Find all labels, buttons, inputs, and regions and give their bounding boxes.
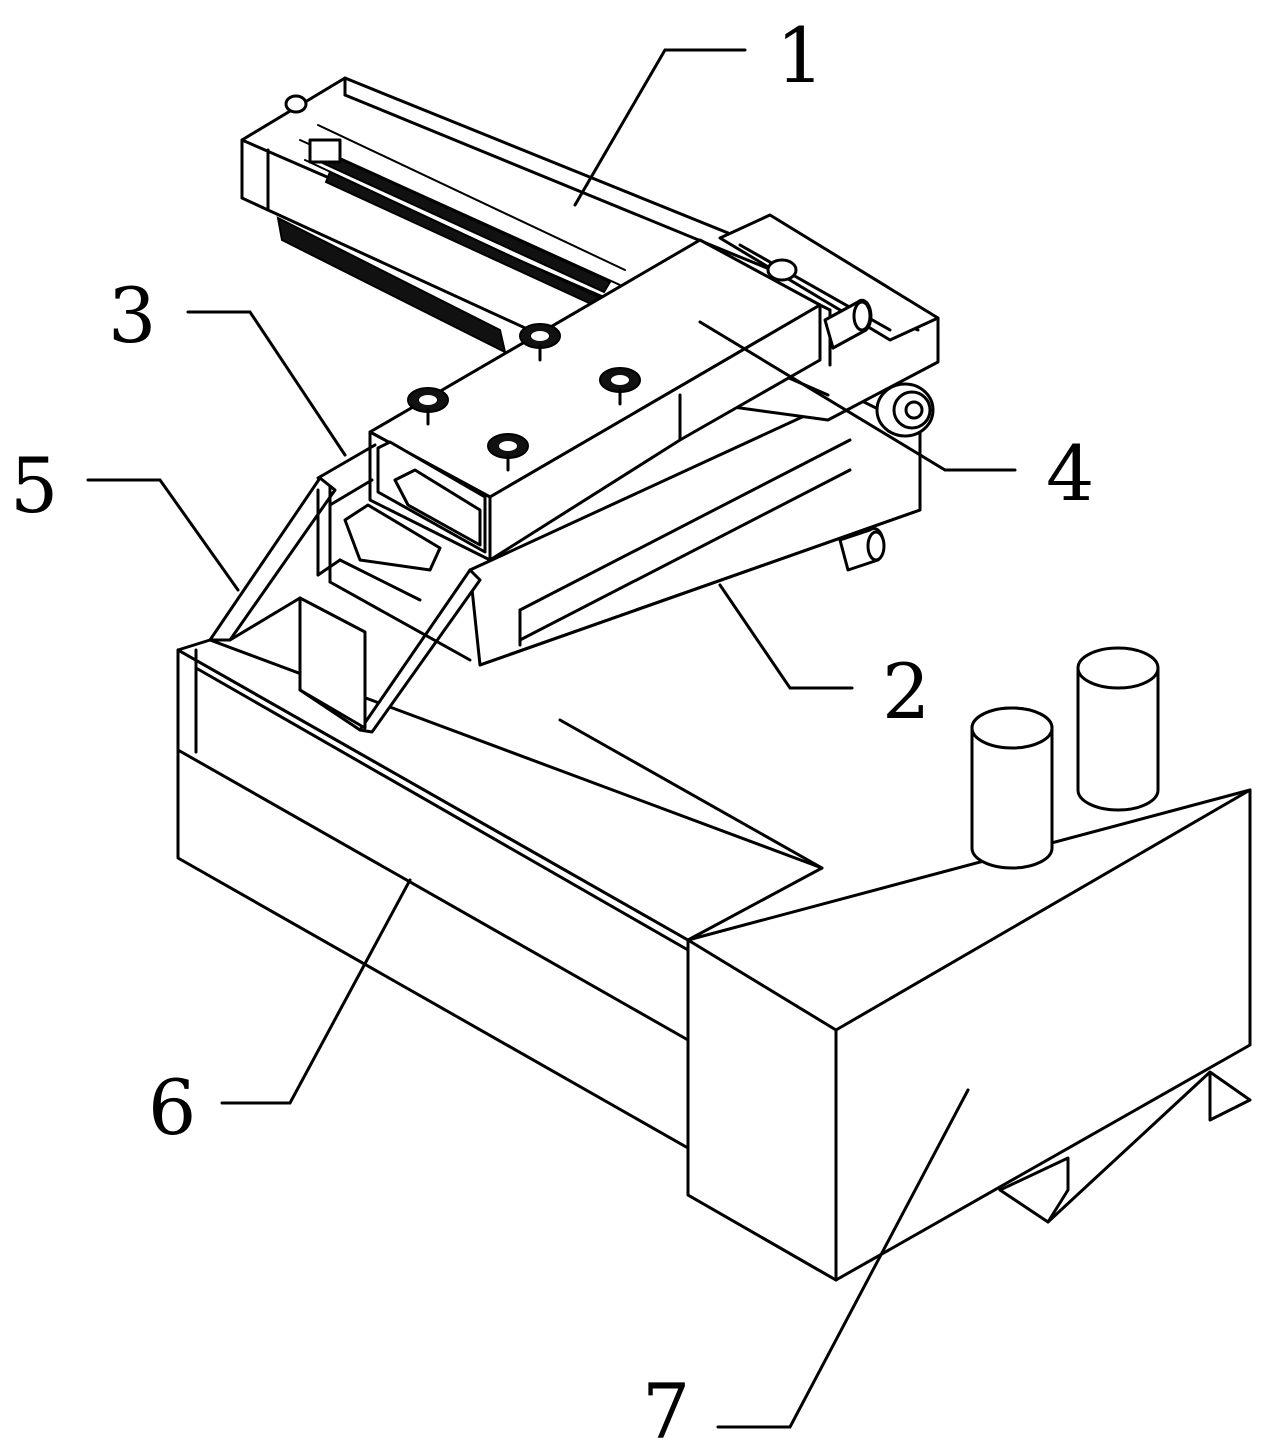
label-3: 3 [108,271,156,360]
label-4: 4 [1046,429,1094,518]
label-6: 6 [148,1063,196,1152]
leader-2 [718,583,854,690]
label-1: 1 [776,11,824,100]
leader-3 [186,310,347,457]
chain [299,124,626,310]
label-5: 5 [10,441,58,530]
leader-7 [716,1088,970,1429]
leader-lines [86,48,1017,1429]
leader-1 [573,48,747,207]
inlet-hopper [208,443,482,734]
reference-numerals: 1 2 3 4 5 6 7 [10,11,1094,1444]
label-7: 7 [642,1367,690,1444]
leader-5 [86,478,240,592]
filter-housing [468,393,922,667]
right-box [686,646,1252,1282]
label-2: 2 [882,647,930,736]
bolts [407,323,641,472]
roller-housing [343,238,873,572]
leader-4 [698,320,1017,472]
leader-6 [220,878,412,1105]
